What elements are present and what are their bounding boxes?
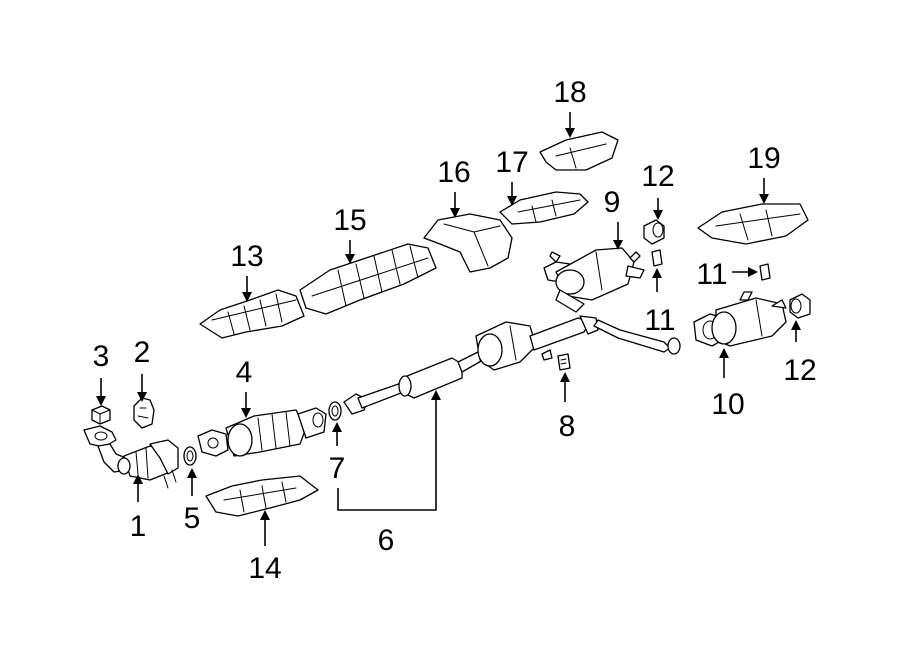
gasket-7: [328, 401, 342, 421]
callout-18: 18: [553, 76, 586, 109]
hanger-11-right: [759, 263, 771, 281]
callout-5: 5: [184, 502, 201, 535]
callout-8: 8: [559, 410, 576, 443]
callout-11-right: 11: [696, 258, 727, 291]
callout-13: 13: [230, 240, 263, 273]
callout-16: 16: [437, 156, 470, 189]
callout-7: 7: [329, 452, 346, 485]
center-pipe-assembly: [343, 315, 599, 415]
callout-6: 6: [378, 524, 395, 557]
callout-17: 17: [495, 146, 528, 179]
hanger-8: [557, 353, 571, 371]
rear-muffler: [693, 291, 787, 347]
callout-12-lower: 12: [783, 354, 816, 387]
callout-10: 10: [711, 388, 744, 421]
callout-2: 2: [134, 336, 151, 369]
callout-19: 19: [747, 142, 780, 175]
leader-lines: [96, 112, 801, 546]
heat-shield-15: [299, 243, 437, 315]
callout-15: 15: [333, 204, 366, 237]
callout-1: 1: [130, 510, 147, 543]
seal-gasket: [133, 397, 155, 429]
nut: [91, 405, 111, 425]
callout-12-upper: 12: [641, 160, 674, 193]
parts: [83, 131, 811, 517]
bushing-12-lower: [789, 293, 811, 319]
front-pipe: [83, 425, 179, 489]
heat-shield-17: [499, 191, 589, 225]
heat-shield-16: [423, 213, 513, 273]
callout-3: 3: [93, 340, 110, 373]
bushing-12-upper: [643, 219, 665, 245]
heat-shield-19: [697, 203, 809, 245]
callout-4: 4: [236, 356, 253, 389]
heat-shield-13: [199, 289, 305, 339]
ring-gasket-inner: [186, 450, 194, 462]
catalytic-converter: [197, 407, 327, 457]
callout-labels: 1 2 3 4 5 6 7 8 9 10 11 11 12 12 13 14 1…: [93, 76, 817, 585]
gasket-7-inner: [331, 405, 339, 417]
hanger-11-center: [651, 249, 663, 267]
ring-gasket: [183, 446, 197, 466]
callout-11-center: 11: [644, 304, 675, 337]
heat-shield-14: [205, 475, 319, 517]
heat-shield-18: [539, 131, 619, 171]
muffler: [543, 247, 681, 355]
callout-14: 14: [248, 552, 281, 585]
callout-9: 9: [604, 186, 621, 219]
